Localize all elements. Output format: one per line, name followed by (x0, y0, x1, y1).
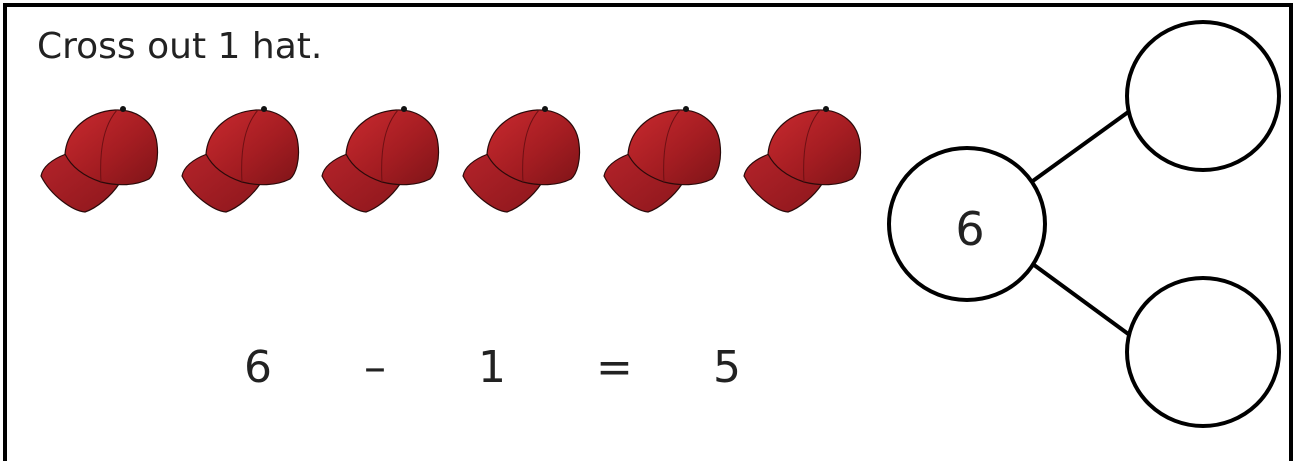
equation-minus-sign: – (364, 342, 386, 393)
hat-5[interactable] (603, 105, 722, 213)
equation-minuend: 6 (244, 342, 272, 393)
hat-1[interactable] (40, 105, 159, 213)
equation-subtrahend: 1 (478, 342, 506, 393)
equation-result: 5 (713, 342, 741, 393)
hat-6[interactable] (743, 105, 862, 213)
equation-equals-sign: = (596, 342, 633, 393)
bond-whole-number: 6 (955, 202, 985, 256)
hat-2[interactable] (181, 105, 300, 213)
hat-row (40, 105, 862, 213)
worksheet-frame (3, 3, 1293, 461)
hat-4[interactable] (462, 105, 581, 213)
hat-3[interactable] (321, 105, 440, 213)
instruction-text: Cross out 1 hat. (37, 26, 323, 67)
